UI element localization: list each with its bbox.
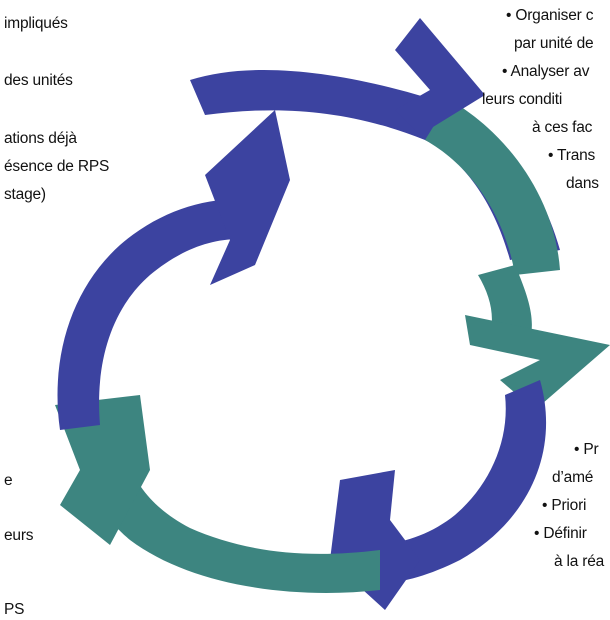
top-right-text-line-5: à ces fac bbox=[532, 119, 593, 136]
bottom-right-text-line-1: • Pr bbox=[574, 441, 599, 458]
bottom-left-text-line-1: e bbox=[4, 472, 13, 489]
bottom-right-text-line-2: d’amé bbox=[552, 469, 594, 486]
bottom-right-text-line-4: • Définir bbox=[534, 525, 587, 542]
arrow-right-head bbox=[465, 315, 610, 410]
left-text-line-3: ations déjà bbox=[4, 130, 77, 147]
left-text-line-5: stage) bbox=[4, 186, 46, 203]
top-right-text-line-7: dans bbox=[566, 175, 599, 192]
bottom-right-text-line-3: • Priori bbox=[542, 497, 587, 514]
arrow-left-head bbox=[205, 110, 290, 285]
arrow-right-body bbox=[478, 265, 532, 340]
bottom-right-text-line-5: à la réa bbox=[554, 553, 605, 570]
top-right-text-line-4: leurs conditi bbox=[482, 91, 563, 108]
left-text-line-2: des unités bbox=[4, 72, 73, 89]
bottom-left-text-line-2: eurs bbox=[4, 527, 34, 544]
arrow-left-body bbox=[57, 199, 255, 430]
top-right-text-line-3: • Analyser av bbox=[502, 63, 590, 80]
top-right-text-line-2: par unité de bbox=[514, 35, 594, 52]
arrow-top-head bbox=[395, 18, 485, 135]
top-right-text-line-1: • Organiser c bbox=[506, 7, 594, 24]
arrow-bottom-left-head bbox=[55, 395, 150, 545]
arrow-top-right-teal bbox=[425, 100, 560, 275]
arrow-bottom-left-body bbox=[80, 455, 380, 593]
bottom-left-text-line-3: PS bbox=[4, 601, 25, 618]
left-text-line-1: impliqués bbox=[4, 15, 68, 32]
left-text-line-4: ésence de RPS bbox=[4, 158, 110, 175]
top-right-text-line-6: • Trans bbox=[548, 147, 596, 164]
